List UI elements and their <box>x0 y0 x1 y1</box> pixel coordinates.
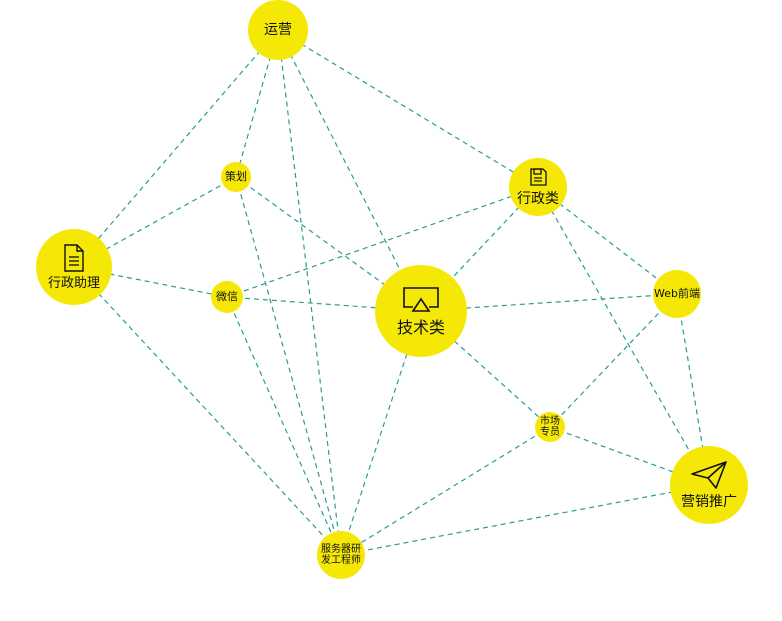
node-label: 微信 <box>216 289 238 303</box>
edge-weixin-xingzhenglei <box>226 186 539 298</box>
node-fuwuqi[interactable]: 服务器研 发工程师 <box>317 531 365 579</box>
edge-yunying-cehua <box>235 29 279 178</box>
node-label: 行政类 <box>517 190 559 207</box>
node-jishulei[interactable]: 技术类 <box>375 265 467 357</box>
node-label: 行政助理 <box>47 275 100 291</box>
node-shichang[interactable]: 市场 专员 <box>535 412 565 442</box>
edge-yunying-xingzhenglei <box>277 29 539 188</box>
edge-xingzhengzhuli-fuwuqi <box>73 266 342 556</box>
node-yingxiao[interactable]: 营销推广 <box>670 446 748 524</box>
node-label: 市场 专员 <box>540 415 560 439</box>
save-icon <box>528 167 548 191</box>
edge-jishulei-webqianduan <box>420 293 678 312</box>
edge-xingzhengzhuli-weixin <box>73 266 228 298</box>
edge-xingzhenglei-webqianduan <box>537 186 678 295</box>
edge-yunying-xingzhengzhuli <box>73 29 279 268</box>
edge-yunying-fuwuqi <box>277 29 342 556</box>
document-icon <box>62 243 86 277</box>
node-weixin[interactable]: 微信 <box>211 281 243 313</box>
node-label: 技术类 <box>396 317 445 337</box>
edge-yunying-jishulei <box>277 29 422 312</box>
node-label: 营销推广 <box>681 493 737 510</box>
edge-weixin-fuwuqi <box>226 296 342 556</box>
node-yunying[interactable]: 运营 <box>248 0 308 60</box>
edge-yingxiao-fuwuqi <box>340 484 710 556</box>
node-cehua[interactable]: 策划 <box>221 162 251 192</box>
node-label: 运营 <box>264 21 292 38</box>
edge-shichang-fuwuqi <box>340 426 551 556</box>
edge-shichang-yingxiao <box>549 426 710 486</box>
airplay-icon <box>401 285 441 319</box>
edge-xingzhenglei-yingxiao <box>537 186 710 486</box>
edge-cehua-fuwuqi <box>235 176 342 556</box>
edge-jishulei-fuwuqi <box>340 310 422 556</box>
node-label: Web前端 <box>654 286 700 300</box>
node-label: 服务器研 发工程师 <box>321 543 361 567</box>
node-label: 策划 <box>225 169 247 183</box>
node-webqianduan[interactable]: Web前端 <box>653 270 701 318</box>
node-xingzhengzhuli[interactable]: 行政助理 <box>36 229 112 305</box>
edge-webqianduan-shichang <box>549 293 678 428</box>
paper-plane-icon <box>690 460 728 494</box>
node-xingzhenglei[interactable]: 行政类 <box>509 158 567 216</box>
